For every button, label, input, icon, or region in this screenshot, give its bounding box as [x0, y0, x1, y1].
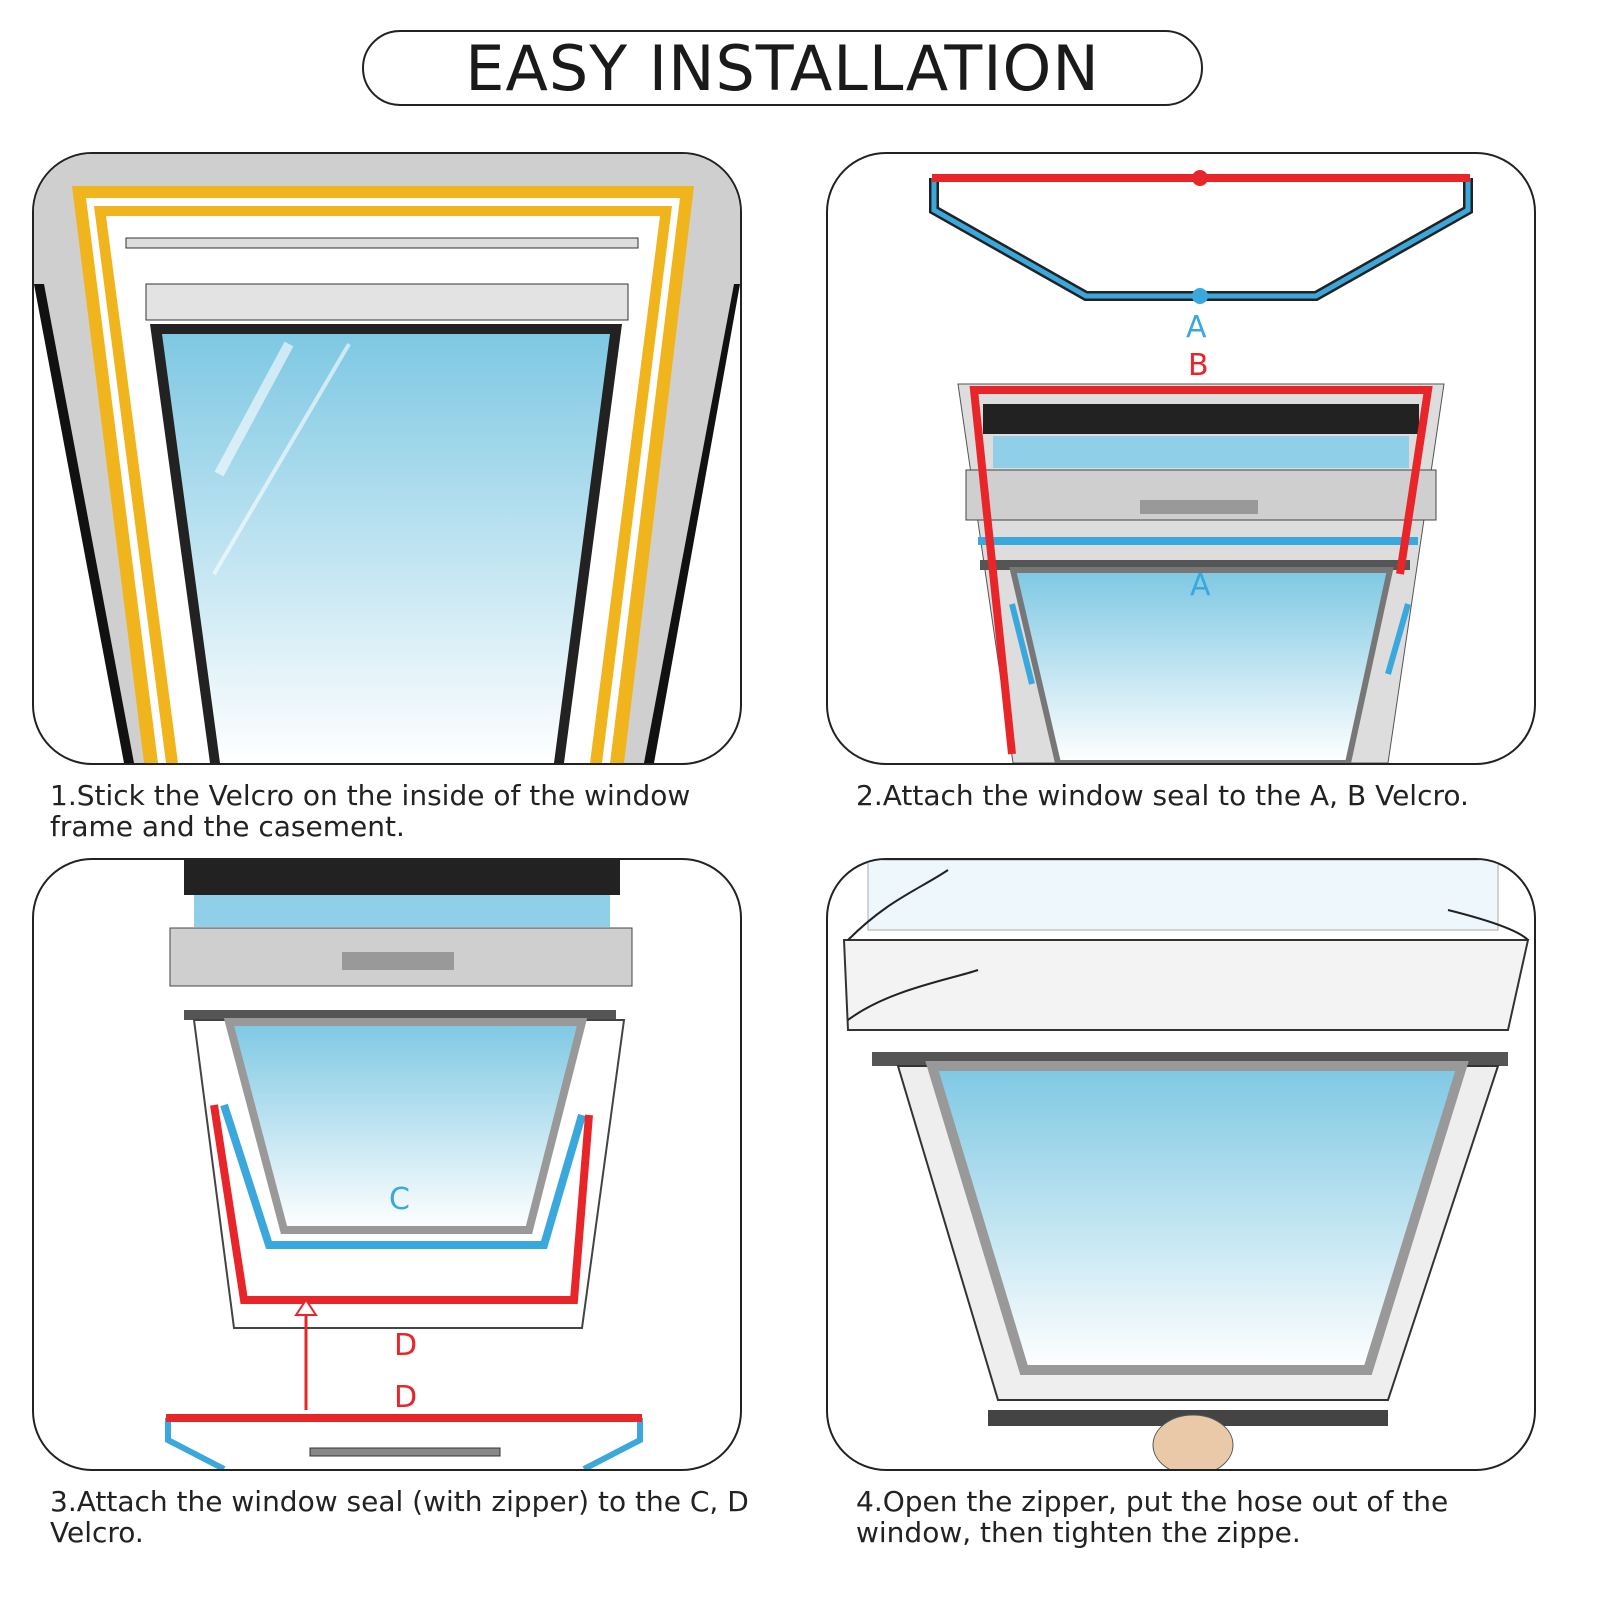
page-title: EASY INSTALLATION: [465, 31, 1100, 105]
step-1-illustration: [32, 152, 742, 765]
label-b: B: [1188, 348, 1209, 383]
title-banner: EASY INSTALLATION: [362, 30, 1203, 106]
label-d-window: D: [394, 1328, 418, 1363]
step-4-illustration: [826, 858, 1536, 1471]
step-2-illustration: A B A: [826, 152, 1536, 765]
step-3-caption: 3.Attach the window seal (with zipper) t…: [50, 1485, 749, 1549]
step-3-illustration: C D D: [32, 858, 742, 1471]
step-1-caption: 1.Stick the Velcro on the inside of the …: [50, 779, 691, 843]
step-2-caption: 2.Attach the window seal to the A, B Vel…: [856, 779, 1469, 812]
label-c: C: [389, 1182, 410, 1217]
label-d-seal: D: [394, 1380, 418, 1415]
step-4-caption: 4.Open the zipper, put the hose out of t…: [856, 1485, 1449, 1549]
label-a-window: A: [1190, 568, 1211, 603]
label-a-top: A: [1186, 310, 1207, 345]
